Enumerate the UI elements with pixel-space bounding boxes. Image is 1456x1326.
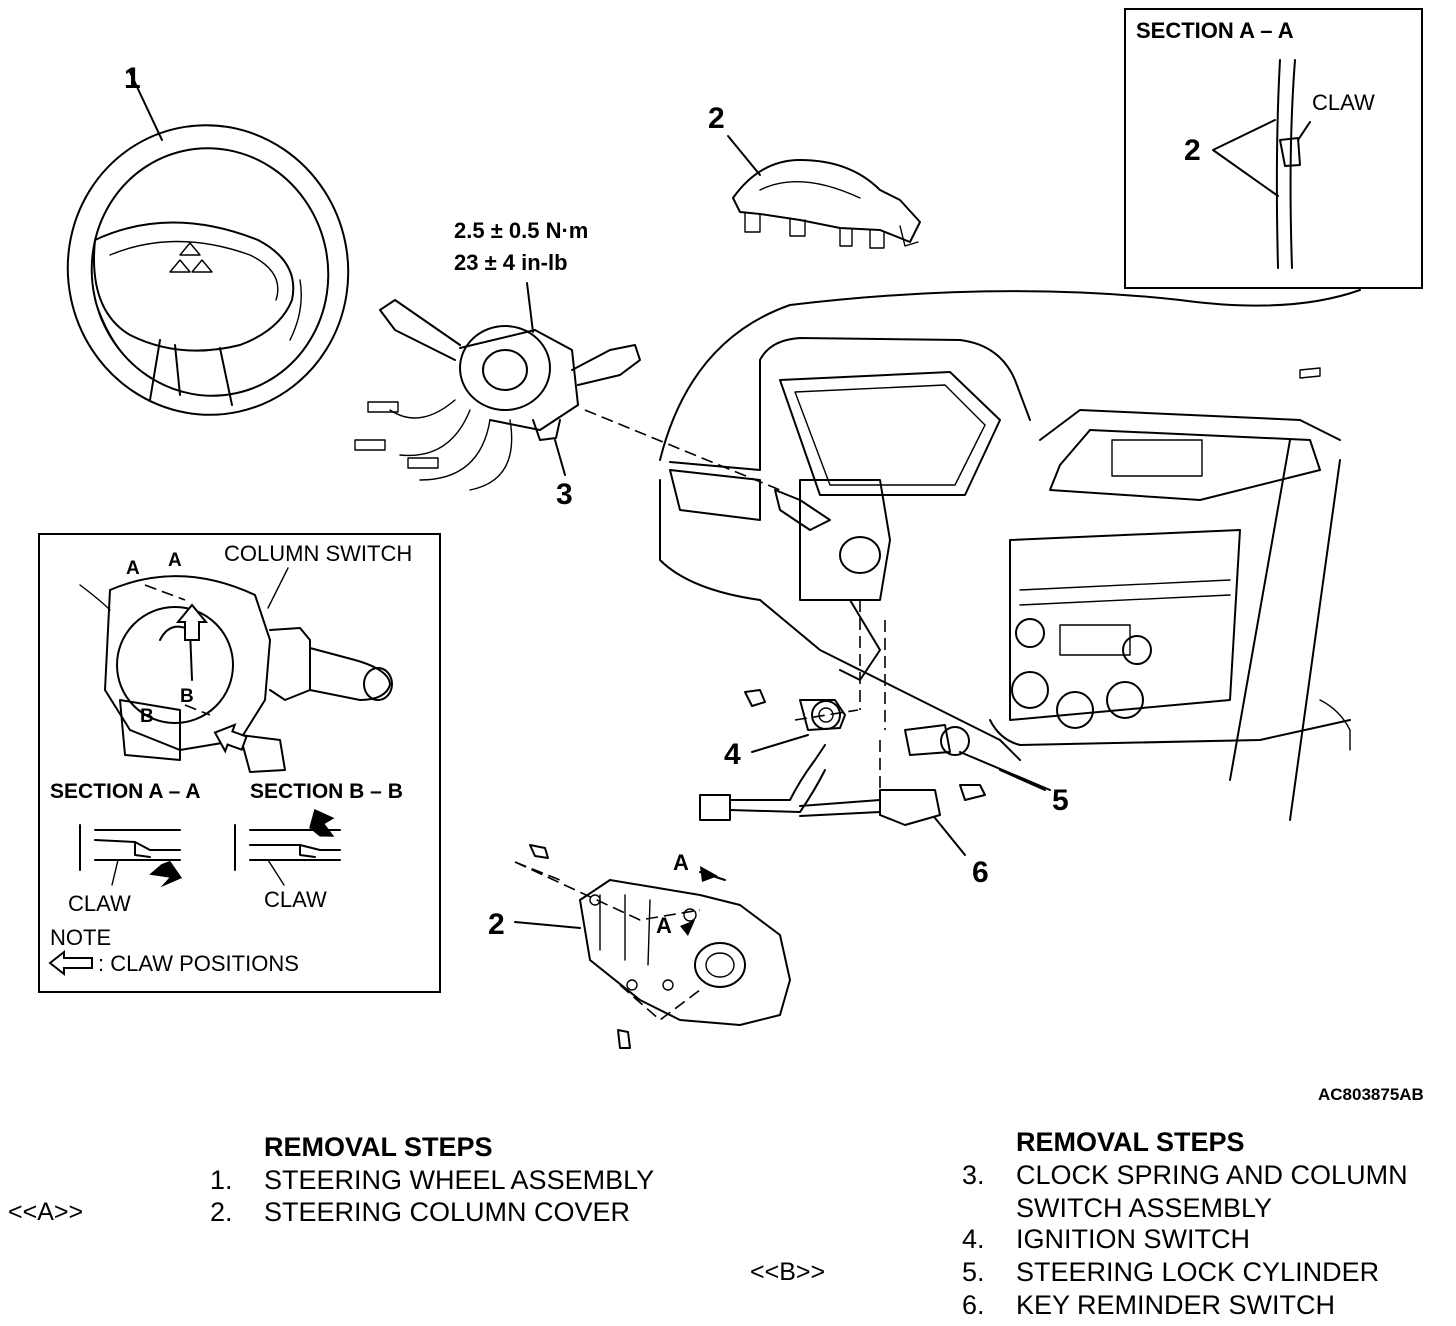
step-6-text: KEY REMINDER SWITCH — [1016, 1290, 1336, 1320]
section-bb-small-drawing — [234, 808, 341, 886]
inset-claw-positions-legend: : CLAW POSITIONS — [98, 951, 299, 976]
inset-claw-label-left: CLAW — [68, 891, 131, 916]
section-aa-inset-claw: CLAW — [1312, 90, 1375, 115]
steering-wheel-drawing — [66, 71, 350, 416]
inset-label-a2: A — [168, 550, 182, 571]
inset-claw-label-right: CLAW — [264, 887, 327, 912]
inset-label-a1: A — [126, 558, 140, 579]
key-reminder-switch-drawing — [699, 744, 986, 856]
figure-id: AC803875AB — [1318, 1085, 1424, 1104]
cover-section-label-a-2: A — [656, 913, 672, 938]
column-cover-top-drawing — [727, 135, 921, 249]
step-4-number: 4. — [962, 1224, 985, 1254]
column-switch-inset: COLUMN SWITCH A A B B SECTION A – A SECT… — [38, 533, 441, 993]
step-5-tag: <<B>> — [750, 1258, 826, 1286]
step-3-text-cont: SWITCH ASSEMBLY — [1016, 1193, 1273, 1223]
callout-3-column-switch: 3 — [556, 478, 573, 511]
section-aa-small-drawing — [79, 824, 183, 888]
callout-2-column-cover-top: 2 — [708, 102, 725, 135]
dashboard-drawing — [659, 289, 1361, 821]
step-3-number: 3. — [962, 1160, 985, 1190]
step-6-number: 6. — [962, 1290, 985, 1320]
callout-5-lock-cylinder: 5 — [1052, 784, 1069, 817]
callout-4-ignition-switch: 4 — [724, 738, 741, 771]
step-2-tag: <<A>> — [8, 1198, 84, 1226]
step-1-number: 1. — [210, 1165, 233, 1195]
section-aa-inset-title: SECTION A – A — [1136, 18, 1294, 43]
claw-position-arrow-icon — [48, 949, 93, 977]
section-aa-inset: SECTION A – A 2 CLAW — [1124, 8, 1423, 289]
column-switch-drawing — [354, 282, 641, 491]
inset-section-bb-title: SECTION B – B — [250, 780, 403, 803]
inset-note-label: NOTE — [50, 925, 112, 950]
step-3-text: CLOCK SPRING AND COLUMN — [1016, 1160, 1408, 1190]
inset-label-b2: B — [140, 706, 154, 727]
step-2-number: 2. — [210, 1197, 233, 1227]
inset-label-b1: B — [180, 686, 194, 707]
column-switch-title: COLUMN SWITCH — [224, 541, 413, 566]
section-aa-detail-drawing — [1212, 59, 1311, 269]
column-cover-bottom-drawing — [514, 844, 791, 1049]
callout-6-key-reminder-switch: 6 — [972, 856, 989, 889]
removal-steps-right-header: REMOVAL STEPS — [1016, 1127, 1245, 1157]
torque-nm-label: 2.5 ± 0.5 N·m — [454, 218, 589, 243]
lock-cylinder-drawing — [904, 724, 1051, 791]
torque-inlb-label: 23 ± 4 in-lb — [454, 250, 568, 275]
step-1-text: STEERING WHEEL ASSEMBLY — [264, 1165, 655, 1195]
step-4-text: IGNITION SWITCH — [1016, 1224, 1250, 1254]
callout-2-column-cover-bottom: 2 — [488, 908, 505, 941]
cover-section-label-a: A — [673, 850, 689, 875]
section-aa-inset-part: 2 — [1184, 134, 1201, 167]
column-switch-detail-drawing — [79, 567, 393, 773]
callout-1-steering-wheel: 1 — [124, 62, 141, 95]
step-2-text: STEERING COLUMN COVER — [264, 1197, 631, 1227]
ignition-switch-drawing — [744, 689, 846, 753]
inset-section-aa-title: SECTION A – A — [50, 780, 201, 803]
step-5-number: 5. — [962, 1257, 985, 1287]
removal-steps-left-header: REMOVAL STEPS — [264, 1132, 493, 1162]
step-5-text: STEERING LOCK CYLINDER — [1016, 1257, 1380, 1287]
